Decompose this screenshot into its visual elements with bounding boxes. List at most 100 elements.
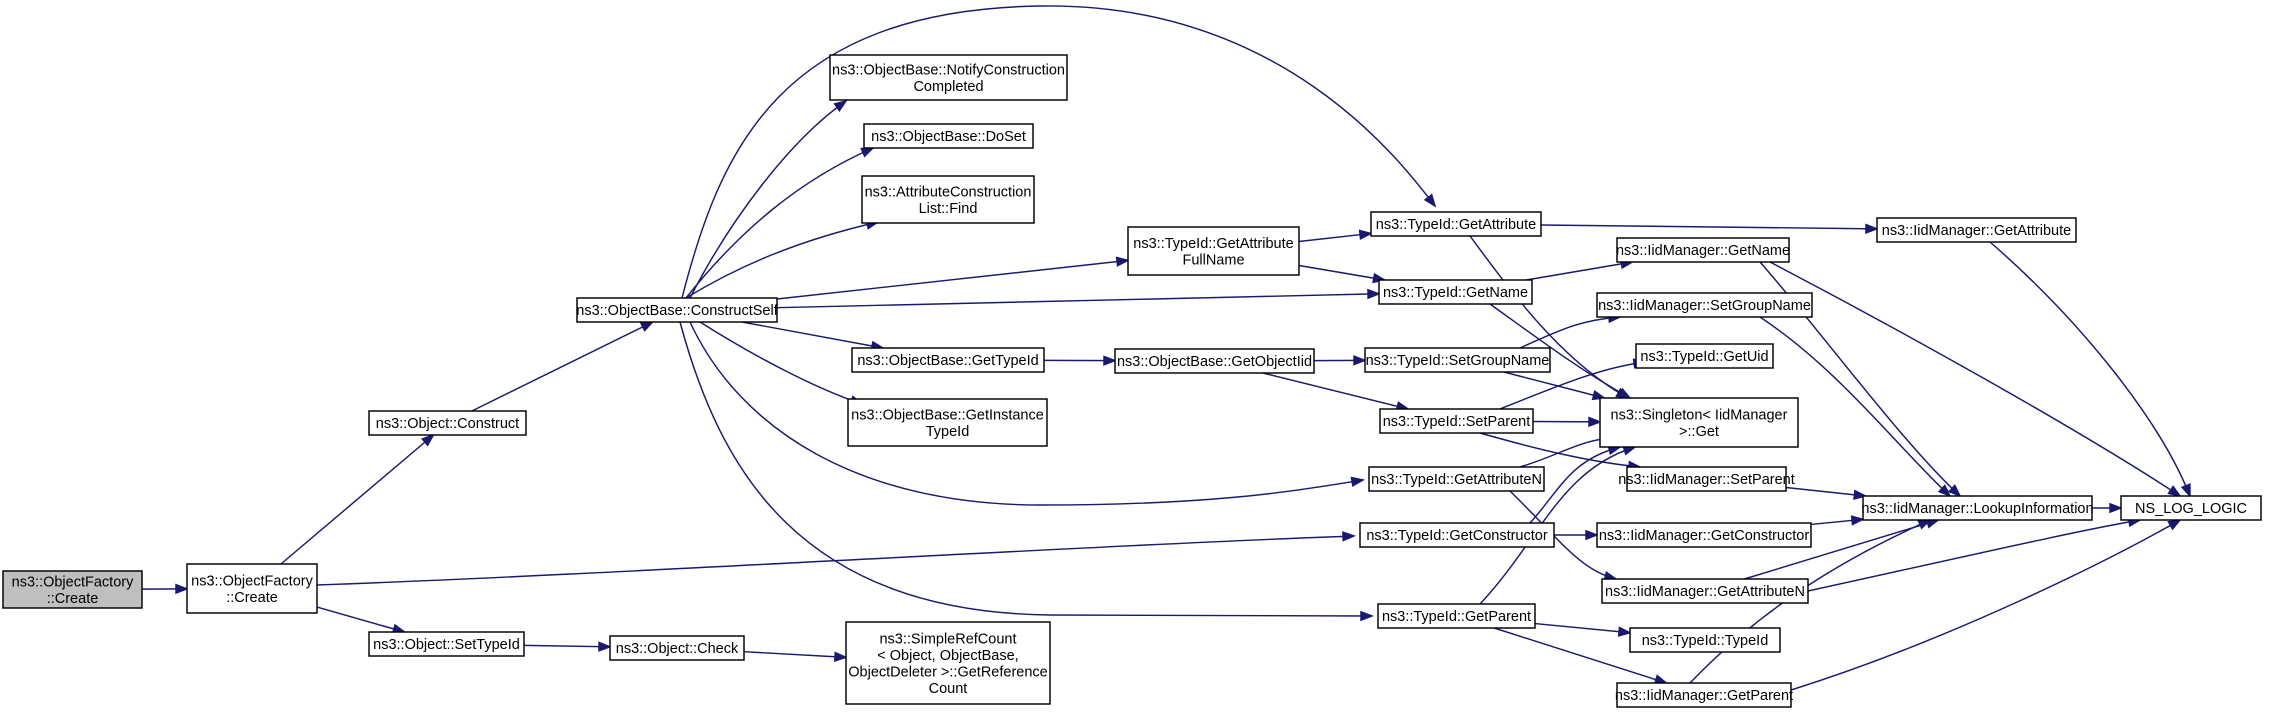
edge-of_create-to-ti_getconstructor [316, 535, 1355, 586]
node-ti_getname[interactable]: ns3::TypeId::GetName [1378, 279, 1533, 305]
edge-ti_setparent-to-ti_getuid [1499, 361, 1646, 410]
node-label: ns3::Object::Construct [376, 416, 519, 432]
edge-of_create-to-obj_construct [280, 434, 434, 565]
node-iid_lookup[interactable]: ns3::IidManager::LookupInformation [1861, 495, 2094, 521]
edge-ob_constructself-to-ti_getattrfull [776, 259, 1129, 300]
node-box [1635, 343, 1774, 369]
arrowhead-ti_getparent-to-ti_typeid [1617, 626, 1633, 637]
arrowhead-iid_getname-to-ns_log_logic [2167, 485, 2182, 498]
node-label: ::Create [47, 591, 99, 607]
edge-ti_getname-to-singleton_get [1489, 303, 1631, 399]
node-box [847, 398, 1048, 447]
node-ti_getuid[interactable]: ns3::TypeId::GetUid [1635, 343, 1774, 369]
arrowhead-ob_gettypeid-to-ob_getobjectiid [1103, 355, 1118, 366]
arrowhead-iid_lookup-to-ns_log_logic [2109, 502, 2124, 514]
edge-iid_getname-to-ns_log_logic [1769, 261, 2181, 497]
node-of_create[interactable]: ns3::ObjectFactory::Create [186, 563, 318, 614]
node-label: List::Find [919, 201, 978, 217]
node-label: ns3::IidManager::SetGroupName [1598, 298, 1811, 314]
node-of_create_root[interactable]: ns3::ObjectFactory::Create [2, 570, 143, 609]
node-ti_getconstructor[interactable]: ns3::TypeId::GetConstructor [1359, 522, 1555, 548]
node-box [1379, 408, 1534, 434]
node-label: ns3::IidManager::GetParent [1615, 688, 1793, 704]
node-label: ns3::ObjectBase::GetInstance [851, 407, 1044, 423]
node-singleton_get[interactable]: ns3::Singleton< IidManager>::Get [1599, 397, 1799, 448]
node-ob_getobjectiid[interactable]: ns3::ObjectBase::GetObjectIid [1114, 348, 1315, 374]
edge-ti_getattrfull-to-ti_getattribute [1298, 232, 1372, 243]
node-box [1127, 226, 1300, 276]
arrowhead-ti_setparent-to-singleton_get [1588, 416, 1603, 428]
node-box [2, 570, 143, 609]
node-label: ns3::IidManager::GetAttribute [1882, 223, 2071, 239]
node-iid_setparent[interactable]: ns3::IidManager::SetParent [1618, 466, 1795, 492]
node-label: ns3::ObjectFactory [12, 574, 134, 590]
node-ob_notify[interactable]: ns3::ObjectBase::NotifyConstructionCompl… [829, 54, 1068, 101]
node-label: FullName [1182, 252, 1244, 268]
edge-obj_construct-to-ob_constructself [471, 321, 653, 412]
node-iid_getname[interactable]: ns3::IidManager::GetName [1616, 237, 1790, 263]
edge-obj_settypeid-to-obj_check [523, 644, 611, 648]
arrowhead-of_create_root-to-of_create [175, 583, 190, 595]
node-obj_construct[interactable]: ns3::Object::Construct [368, 410, 527, 436]
node-ti_setgroupname[interactable]: ns3::TypeId::SetGroupName [1364, 347, 1551, 373]
node-ob_gettypeid[interactable]: ns3::ObjectBase::GetTypeId [851, 347, 1045, 373]
node-iid_getparent[interactable]: ns3::IidManager::GetParent [1615, 682, 1793, 708]
node-label: ns3::IidManager::SetParent [1618, 472, 1795, 488]
node-ob_doset[interactable]: ns3::ObjectBase::DoSet [863, 123, 1034, 149]
node-box [1862, 495, 2093, 521]
node-box [1596, 292, 1813, 318]
node-obj_check[interactable]: ns3::Object::Check [609, 635, 745, 661]
node-label: ns3::Object::SetTypeId [373, 637, 520, 653]
node-iid_getattribute[interactable]: ns3::IidManager::GetAttribute [1876, 217, 2077, 243]
arrowhead-ob_constructself-to-ti_getattrfull [1115, 256, 1131, 267]
arrowhead-of_create-to-obj_construct [420, 433, 435, 447]
node-ob_constructself[interactable]: ns3::ObjectBase::ConstructSelf [576, 297, 779, 323]
node-ti_getattrn[interactable]: ns3::TypeId::GetAttributeN [1368, 466, 1545, 492]
arrowhead-ob_constructself-to-ti_getattrn [1350, 476, 1366, 488]
node-label: < Object, ObjectBase, [877, 648, 1018, 664]
arrowhead-iid_getattribute-to-ns_log_logic [2180, 483, 2191, 498]
node-ti_typeid[interactable]: ns3::TypeId::TypeId [1629, 627, 1781, 653]
node-ns_log_logic[interactable]: NS_LOG_LOGIC [2120, 495, 2262, 521]
node-box [576, 297, 778, 323]
node-label: ns3::TypeId::GetParent [1382, 609, 1531, 625]
arrowhead-ti_getattrfull-to-ti_getattribute [1358, 229, 1374, 240]
edge-ob_constructself-to-ti_getparent [679, 321, 1373, 617]
edge-ob_constructself-to-ob_notify [689, 100, 847, 299]
node-label: ns3::AttributeConstruction [865, 184, 1032, 200]
arrowhead-obj_check-to-srefcount [834, 651, 849, 662]
node-box [1377, 603, 1536, 629]
edge-ti_getattrn-to-singleton_get [1519, 437, 1613, 468]
node-box [1359, 522, 1555, 548]
node-label: >::Get [1679, 424, 1719, 440]
node-iid_getconstructor[interactable]: ns3::IidManager::GetConstructor [1596, 522, 1812, 548]
node-label: TypeId [926, 424, 970, 440]
node-srefcount[interactable]: ns3::SimpleRefCount< Object, ObjectBase,… [845, 621, 1051, 705]
node-iid_setgroupname[interactable]: ns3::IidManager::SetGroupName [1596, 292, 1813, 318]
node-label: ns3::TypeId::SetGroupName [1366, 353, 1550, 369]
node-label: ns3::ObjectBase::GetObjectIid [1117, 354, 1312, 370]
node-ti_getparent[interactable]: ns3::TypeId::GetParent [1377, 603, 1536, 629]
node-box [2120, 495, 2262, 521]
node-label: ns3::IidManager::GetName [1616, 243, 1790, 259]
node-ti_setparent[interactable]: ns3::TypeId::SetParent [1379, 408, 1534, 434]
arrowhead-ob_constructself-to-ti_getparent [1360, 610, 1375, 622]
node-box [1114, 348, 1315, 374]
node-box [861, 175, 1035, 224]
node-label: Count [929, 681, 968, 697]
node-box [1368, 466, 1545, 492]
node-obj_settypeid[interactable]: ns3::Object::SetTypeId [368, 631, 525, 657]
node-label: ns3::IidManager::LookupInformation [1861, 501, 2093, 517]
node-label: ns3::TypeId::GetAttributeN [1371, 472, 1542, 488]
node-iid_getattrn[interactable]: ns3::IidManager::GetAttributeN [1601, 578, 1809, 604]
node-label: NS_LOG_LOGIC [2135, 501, 2247, 517]
edge-ti_getattribute-to-iid_getattribute [1540, 224, 1878, 230]
node-ti_getattribute[interactable]: ns3::TypeId::GetAttribute [1370, 211, 1542, 237]
arrowhead-ob_constructself-to-ti_getname [1367, 288, 1382, 300]
edge-iid_getattrn-to-iid_lookup [1744, 519, 1939, 580]
node-box [609, 635, 745, 661]
